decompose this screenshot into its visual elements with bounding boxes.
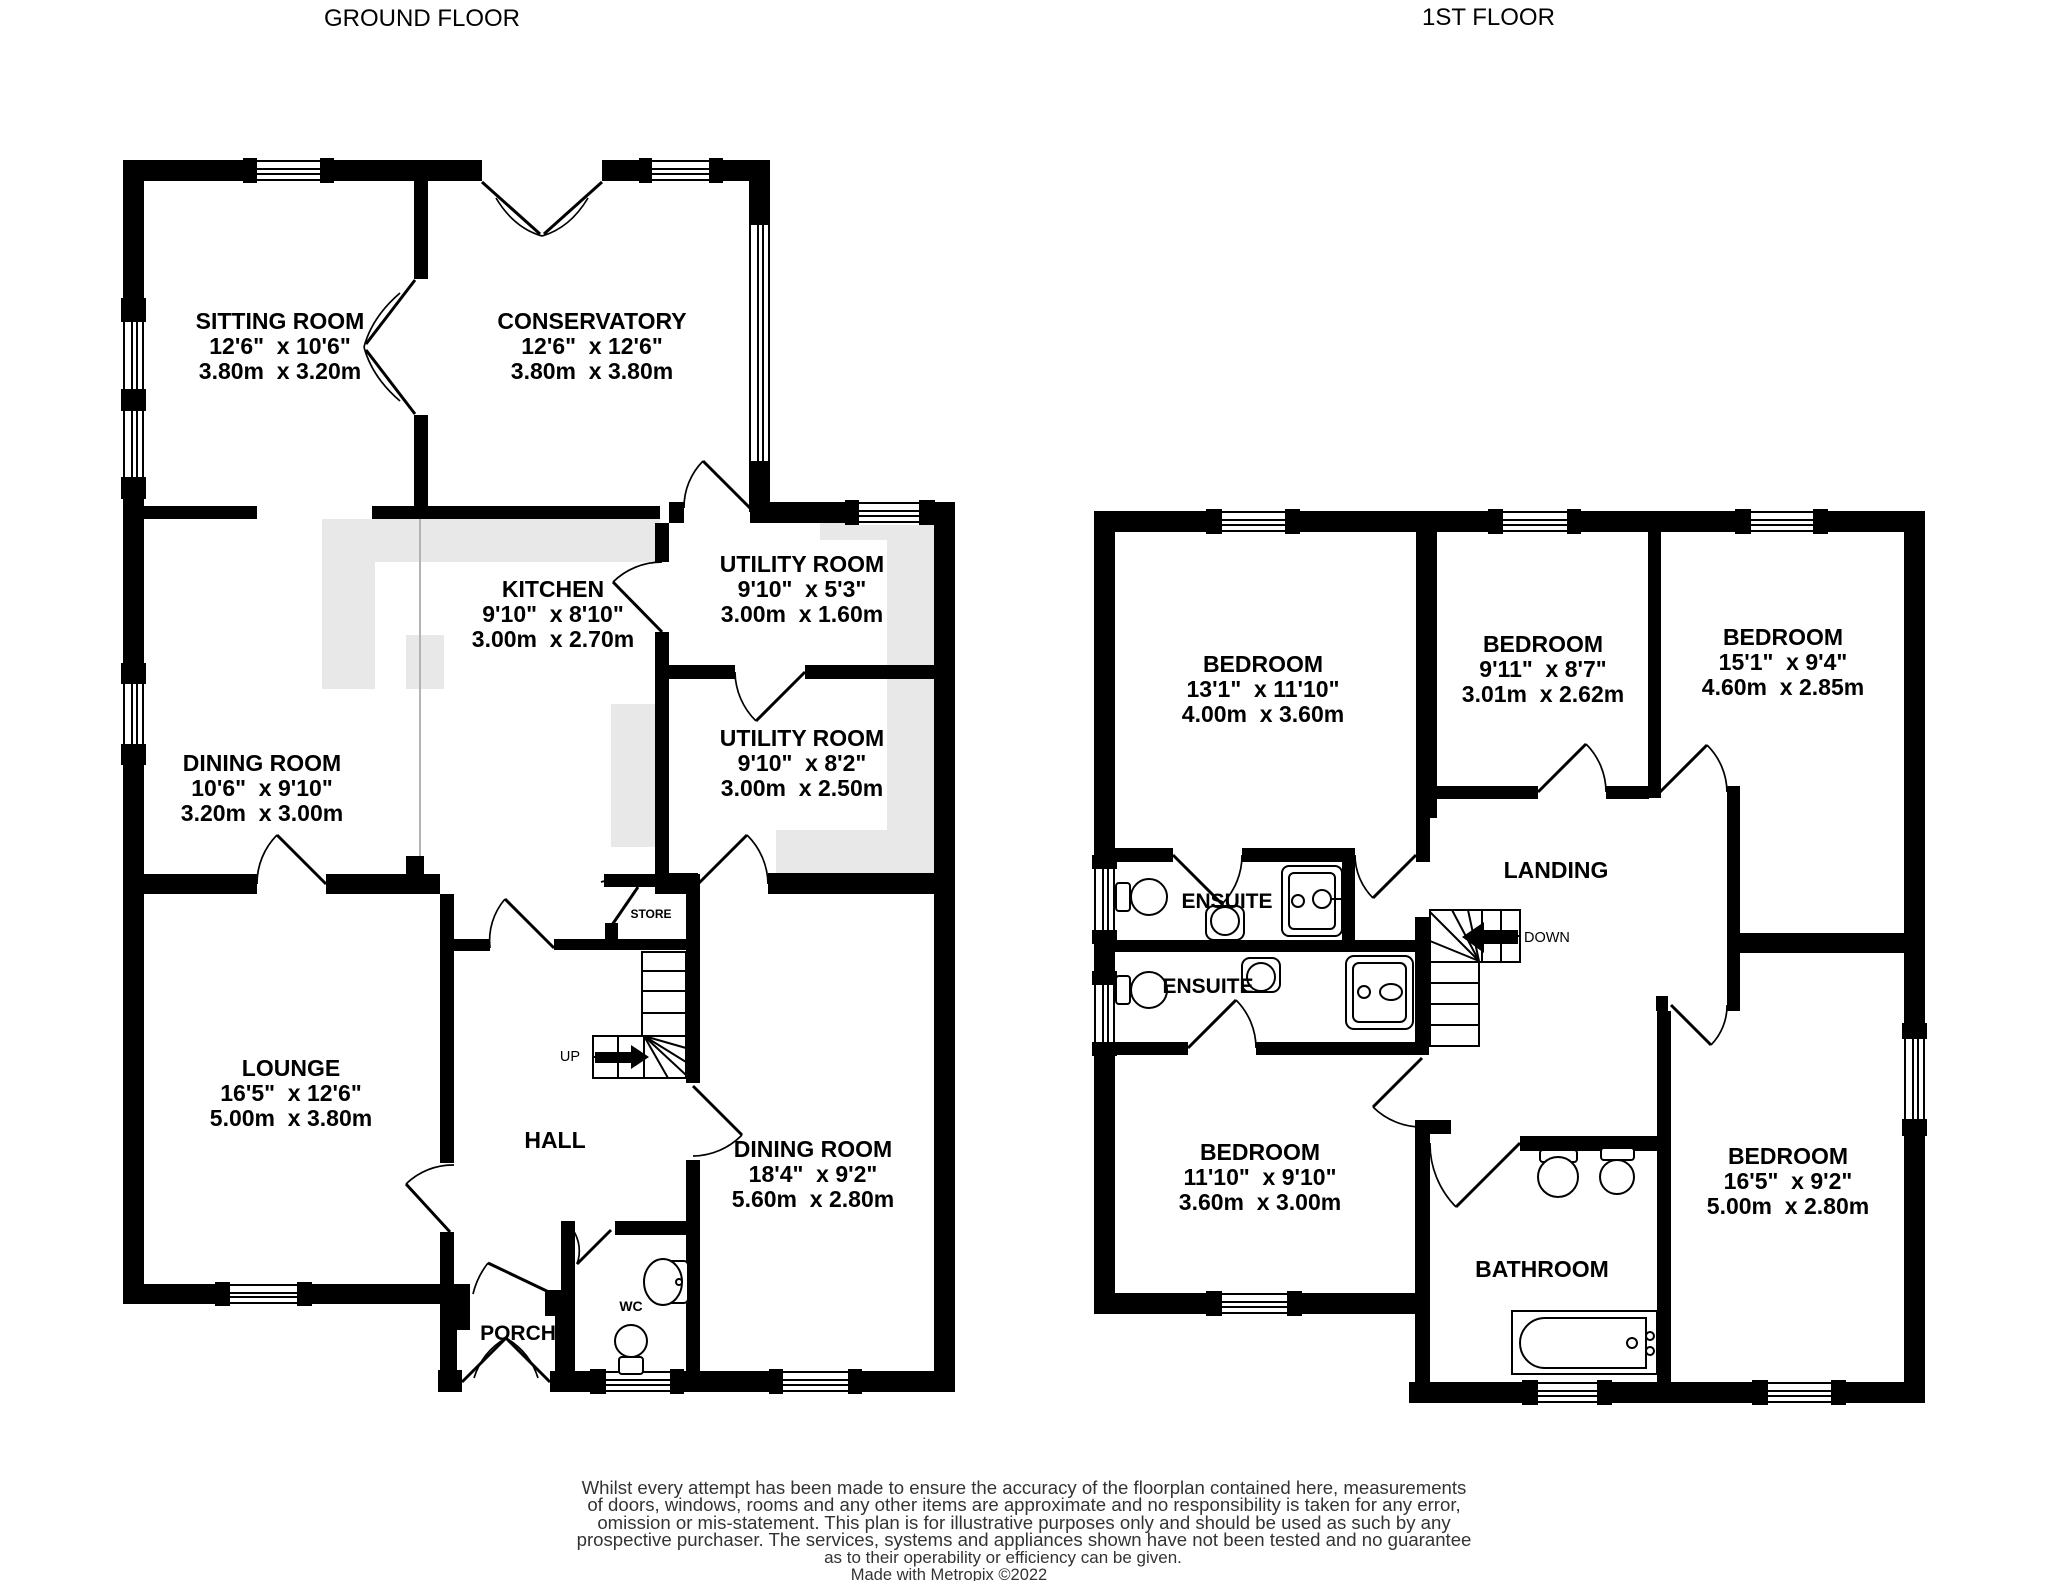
svg-text:DINING ROOM: DINING ROOM bbox=[734, 1136, 892, 1162]
svg-text:5.00m x 2.80m: 5.00m x 2.80m bbox=[1707, 1193, 1869, 1219]
svg-text:of doors, windows, rooms and a: of doors, windows, rooms and any other i… bbox=[587, 1494, 1460, 1515]
svg-text:Whilst every attempt has been: Whilst every attempt has been made to en… bbox=[582, 1477, 1467, 1498]
svg-text:18'4" x 9'2": 18'4" x 9'2" bbox=[749, 1161, 878, 1187]
svg-text:15'1" x 9'4": 15'1" x 9'4" bbox=[1719, 649, 1848, 675]
svg-text:ENSUITE: ENSUITE bbox=[1181, 890, 1272, 913]
svg-text:10'6" x 9'10": 10'6" x 9'10" bbox=[191, 775, 332, 801]
svg-text:as to their operability or eff: as to their operability or efficiency ca… bbox=[824, 1548, 1182, 1567]
svg-text:5.00m x 3.80m: 5.00m x 3.80m bbox=[210, 1105, 372, 1131]
svg-text:3.80m x 3.80m: 3.80m x 3.80m bbox=[511, 358, 673, 384]
svg-text:12'6" x 12'6": 12'6" x 12'6" bbox=[521, 333, 662, 359]
svg-text:3.00m x 2.50m: 3.00m x 2.50m bbox=[721, 775, 883, 801]
svg-text:LOUNGE: LOUNGE bbox=[242, 1055, 340, 1081]
svg-text:UTILITY ROOM: UTILITY ROOM bbox=[720, 725, 884, 751]
svg-text:3.20m x 3.00m: 3.20m x 3.00m bbox=[181, 800, 343, 826]
svg-text:LANDING: LANDING bbox=[1504, 857, 1609, 883]
svg-text:BEDROOM: BEDROOM bbox=[1203, 651, 1323, 677]
svg-text:BEDROOM: BEDROOM bbox=[1200, 1139, 1320, 1165]
svg-text:9'10" x 8'10": 9'10" x 8'10" bbox=[482, 601, 623, 627]
svg-text:BEDROOM: BEDROOM bbox=[1728, 1143, 1848, 1169]
svg-text:CONSERVATORY: CONSERVATORY bbox=[497, 308, 686, 334]
svg-text:13'1" x 11'10": 13'1" x 11'10" bbox=[1187, 676, 1340, 702]
svg-text:prospective purchaser. The ser: prospective purchaser. The services, sys… bbox=[577, 1529, 1472, 1550]
svg-text:HALL: HALL bbox=[524, 1127, 585, 1153]
svg-text:16'5" x 9'2": 16'5" x 9'2" bbox=[1724, 1168, 1853, 1194]
svg-text:WC: WC bbox=[619, 1298, 642, 1314]
svg-text:DOWN: DOWN bbox=[1524, 930, 1570, 946]
svg-text:1ST FLOOR: 1ST FLOOR bbox=[1422, 4, 1555, 31]
svg-text:9'10" x 8'2": 9'10" x 8'2" bbox=[738, 750, 867, 776]
svg-text:16'5" x 12'6": 16'5" x 12'6" bbox=[220, 1080, 361, 1106]
svg-text:4.00m x 3.60m: 4.00m x 3.60m bbox=[1182, 701, 1344, 727]
svg-text:omission or mis-statement. Thi: omission or mis-statement. This plan is … bbox=[597, 1512, 1451, 1533]
svg-text:UTILITY ROOM: UTILITY ROOM bbox=[720, 551, 884, 577]
svg-text:3.60m x 3.00m: 3.60m x 3.00m bbox=[1179, 1189, 1341, 1215]
svg-text:3.01m x 2.62m: 3.01m x 2.62m bbox=[1462, 681, 1624, 707]
svg-text:BATHROOM: BATHROOM bbox=[1475, 1256, 1609, 1282]
svg-text:5.60m x 2.80m: 5.60m x 2.80m bbox=[732, 1186, 894, 1212]
svg-text:3.00m x 1.60m: 3.00m x 1.60m bbox=[721, 601, 883, 627]
svg-text:9'10" x 5'3": 9'10" x 5'3" bbox=[738, 576, 867, 602]
svg-text:9'11" x 8'7": 9'11" x 8'7" bbox=[1479, 656, 1606, 682]
svg-text:Made with Metropix ©2022: Made with Metropix ©2022 bbox=[851, 1566, 1048, 1581]
svg-text:GROUND FLOOR: GROUND FLOOR bbox=[324, 5, 520, 32]
svg-text:11'10" x 9'10": 11'10" x 9'10" bbox=[1184, 1164, 1337, 1190]
svg-text:ENSUITE: ENSUITE bbox=[1162, 975, 1253, 998]
svg-text:DINING ROOM: DINING ROOM bbox=[183, 750, 341, 776]
svg-text:4.60m x 2.85m: 4.60m x 2.85m bbox=[1702, 674, 1864, 700]
svg-text:KITCHEN: KITCHEN bbox=[502, 576, 604, 602]
svg-text:3.00m x 2.70m: 3.00m x 2.70m bbox=[472, 626, 634, 652]
svg-text:STORE: STORE bbox=[630, 907, 671, 921]
svg-text:PORCH: PORCH bbox=[480, 1322, 556, 1345]
svg-text:UP: UP bbox=[560, 1049, 580, 1065]
svg-text:12'6" x 10'6": 12'6" x 10'6" bbox=[209, 333, 350, 359]
svg-text:3.80m x 3.20m: 3.80m x 3.20m bbox=[199, 358, 361, 384]
svg-text:BEDROOM: BEDROOM bbox=[1723, 624, 1843, 650]
svg-text:BEDROOM: BEDROOM bbox=[1483, 631, 1603, 657]
svg-text:SITTING ROOM: SITTING ROOM bbox=[196, 308, 365, 334]
